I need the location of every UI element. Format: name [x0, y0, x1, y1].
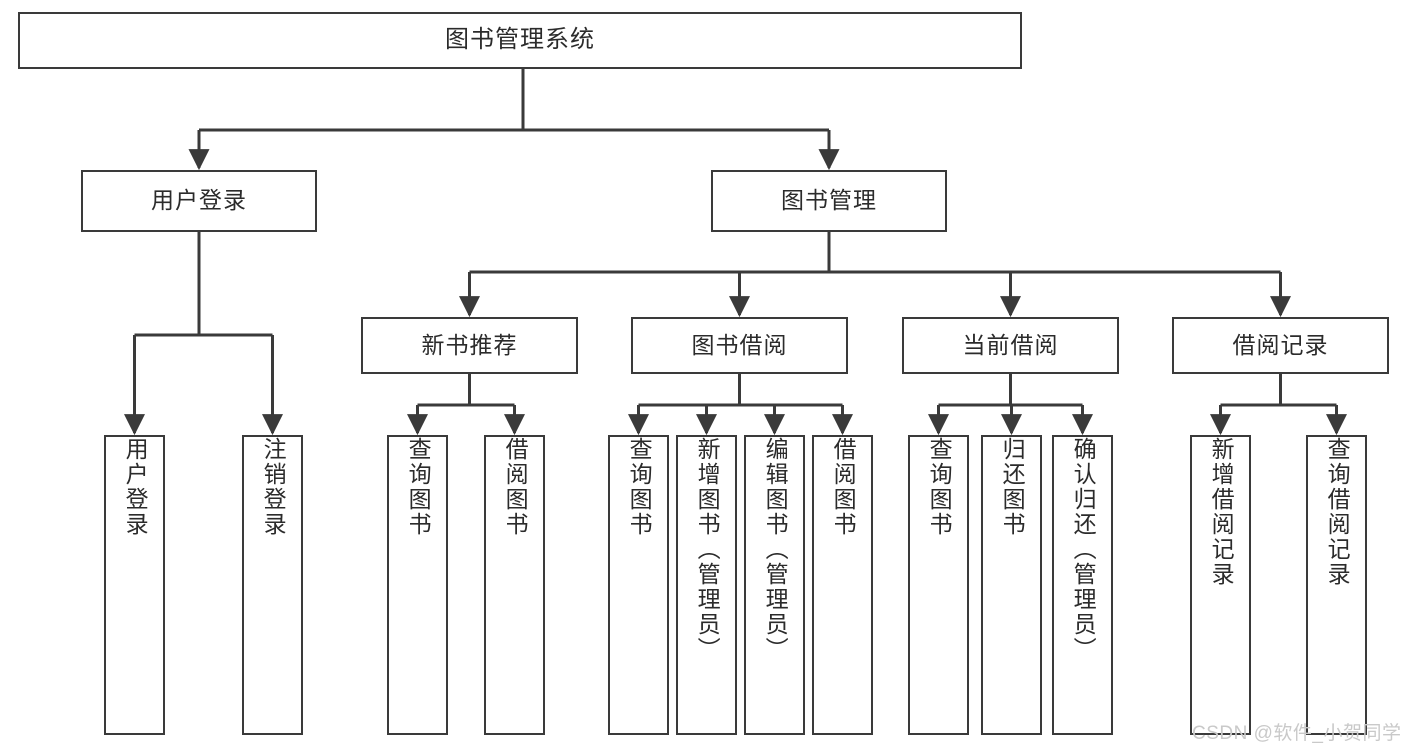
- node-label: 查询图书: [405, 437, 432, 537]
- node-branch-图书管理-1[interactable]: 图书管理: [711, 170, 947, 232]
- node-label: 图书管理系统: [445, 26, 595, 54]
- node-leaf-归还图书-9[interactable]: 归还图书: [981, 435, 1042, 735]
- node-leaf-新增借阅记录-11[interactable]: 新增借阅记录: [1190, 435, 1251, 735]
- node-root-图书管理系统[interactable]: 图书管理系统: [18, 12, 1022, 69]
- node-label: 借阅记录: [1232, 331, 1329, 358]
- node-leaf-查询借阅记录-12[interactable]: 查询借阅记录: [1306, 435, 1367, 735]
- node-leaf-新增图书管理员-5[interactable]: 新增图书（管理员）: [676, 435, 737, 735]
- node-label: 用户登录: [151, 187, 247, 214]
- node-label: 新增借阅记录: [1208, 437, 1235, 587]
- node-leaf-确认归还管理员-10[interactable]: 确认归还（管理员）: [1052, 435, 1113, 735]
- node-label: 查询借阅记录: [1324, 437, 1351, 587]
- node-label: 图书管理: [781, 187, 877, 214]
- node-leaf-查询图书-8[interactable]: 查询图书: [908, 435, 969, 735]
- csdn-watermark: CSDN @软件_小贺同学: [1192, 723, 1402, 744]
- node-leaf-编辑图书管理员-6[interactable]: 编辑图书（管理员）: [744, 435, 805, 735]
- node-label: 查询图书: [926, 437, 953, 537]
- node-branch-图书借阅-11[interactable]: 图书借阅: [631, 317, 848, 374]
- node-label: 图书借阅: [691, 331, 788, 358]
- node-branch-借阅记录-13[interactable]: 借阅记录: [1172, 317, 1389, 374]
- node-leaf-注销登录-1[interactable]: 注销登录: [242, 435, 303, 735]
- node-leaf-借阅图书-7[interactable]: 借阅图书: [812, 435, 873, 735]
- node-label: 注销登录: [260, 437, 287, 537]
- node-branch-新书推荐-10[interactable]: 新书推荐: [361, 317, 578, 374]
- node-label: 用户登录: [122, 437, 149, 537]
- node-branch-用户登录-0[interactable]: 用户登录: [81, 170, 317, 232]
- node-leaf-用户登录-0[interactable]: 用户登录: [104, 435, 165, 735]
- node-label: 确认归还（管理员）: [1070, 437, 1097, 662]
- node-leaf-借阅图书-3[interactable]: 借阅图书: [484, 435, 545, 735]
- node-leaf-查询图书-4[interactable]: 查询图书: [608, 435, 669, 735]
- node-label: 借阅图书: [830, 437, 857, 537]
- node-leaf-查询图书-2[interactable]: 查询图书: [387, 435, 448, 735]
- node-label: 查询图书: [626, 437, 653, 537]
- node-label: 借阅图书: [502, 437, 529, 537]
- node-label: 编辑图书（管理员）: [762, 437, 789, 662]
- node-label: 新书推荐: [421, 331, 518, 358]
- node-branch-当前借阅-12[interactable]: 当前借阅: [902, 317, 1119, 374]
- node-label: 当前借阅: [962, 331, 1059, 358]
- node-label: 归还图书: [999, 437, 1026, 537]
- node-label: 新增图书（管理员）: [694, 437, 721, 662]
